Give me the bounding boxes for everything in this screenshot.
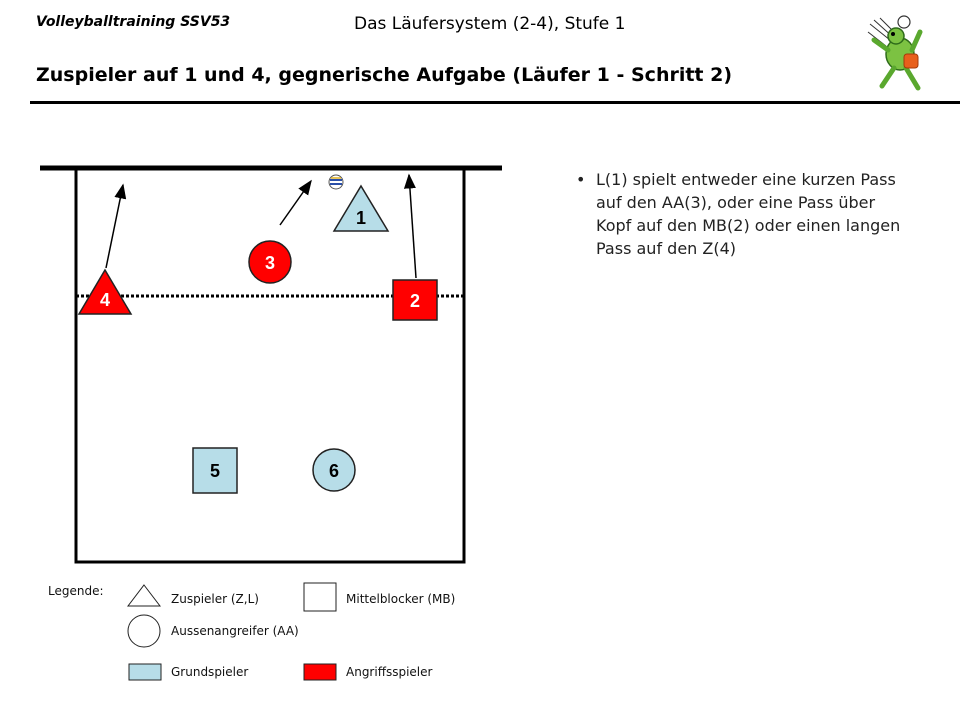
course-name: Volleyballtraining SSV53 (36, 14, 231, 30)
legend-base-swatch (128, 663, 162, 681)
legend-attacker-swatch (303, 663, 337, 681)
ball-icon (897, 15, 911, 29)
legend-middle-blocker-label: Mittelblocker (MB) (346, 592, 456, 606)
player-3-outside-hitter: 3 (248, 240, 292, 284)
player-5-middle-blocker: 5 (192, 447, 238, 494)
slide-title: Zuspieler auf 1 und 4, gegnerische Aufga… (36, 64, 733, 86)
legend-title: Legende: (48, 584, 104, 598)
topic-title: Das Läufersystem (2-4), Stufe 1 (354, 14, 626, 34)
legend-attacker-label: Angriffsspieler (346, 665, 433, 679)
player-2-middle-blocker: 2 (392, 279, 438, 321)
player-1-setter: 1 (332, 184, 390, 232)
run-arrow-4 (105, 183, 127, 269)
explanation-text: L(1) spielt entweder eine kurzen Pass au… (596, 170, 901, 258)
player-6-outside-hitter: 6 (312, 448, 356, 492)
player-1-label: 1 (356, 208, 366, 228)
player-2-label: 2 (410, 291, 420, 311)
legend-setter-label: Zuspieler (Z,L) (171, 592, 259, 606)
player-5-label: 5 (210, 461, 220, 481)
explanation-bullet: • L(1) spielt entweder eine kurzen Pass … (576, 168, 908, 260)
legend-triangle-icon (126, 584, 162, 607)
ball-icon (328, 174, 344, 190)
club-logo (867, 15, 923, 91)
title-divider (30, 101, 960, 104)
player-6-label: 6 (329, 461, 339, 481)
legend-square-icon (303, 582, 337, 612)
player-3-label: 3 (265, 253, 275, 273)
player-4-setter: 4 (77, 268, 133, 315)
run-arrow-2 (403, 173, 417, 279)
player-4-label: 4 (100, 290, 110, 310)
legend-circle-icon (127, 614, 161, 648)
legend-base-label: Grundspieler (171, 665, 249, 679)
legend-outside-hitter-label: Aussenangreifer (AA) (171, 624, 299, 638)
run-arrow-3 (279, 179, 312, 226)
court-boundary (74, 168, 466, 564)
